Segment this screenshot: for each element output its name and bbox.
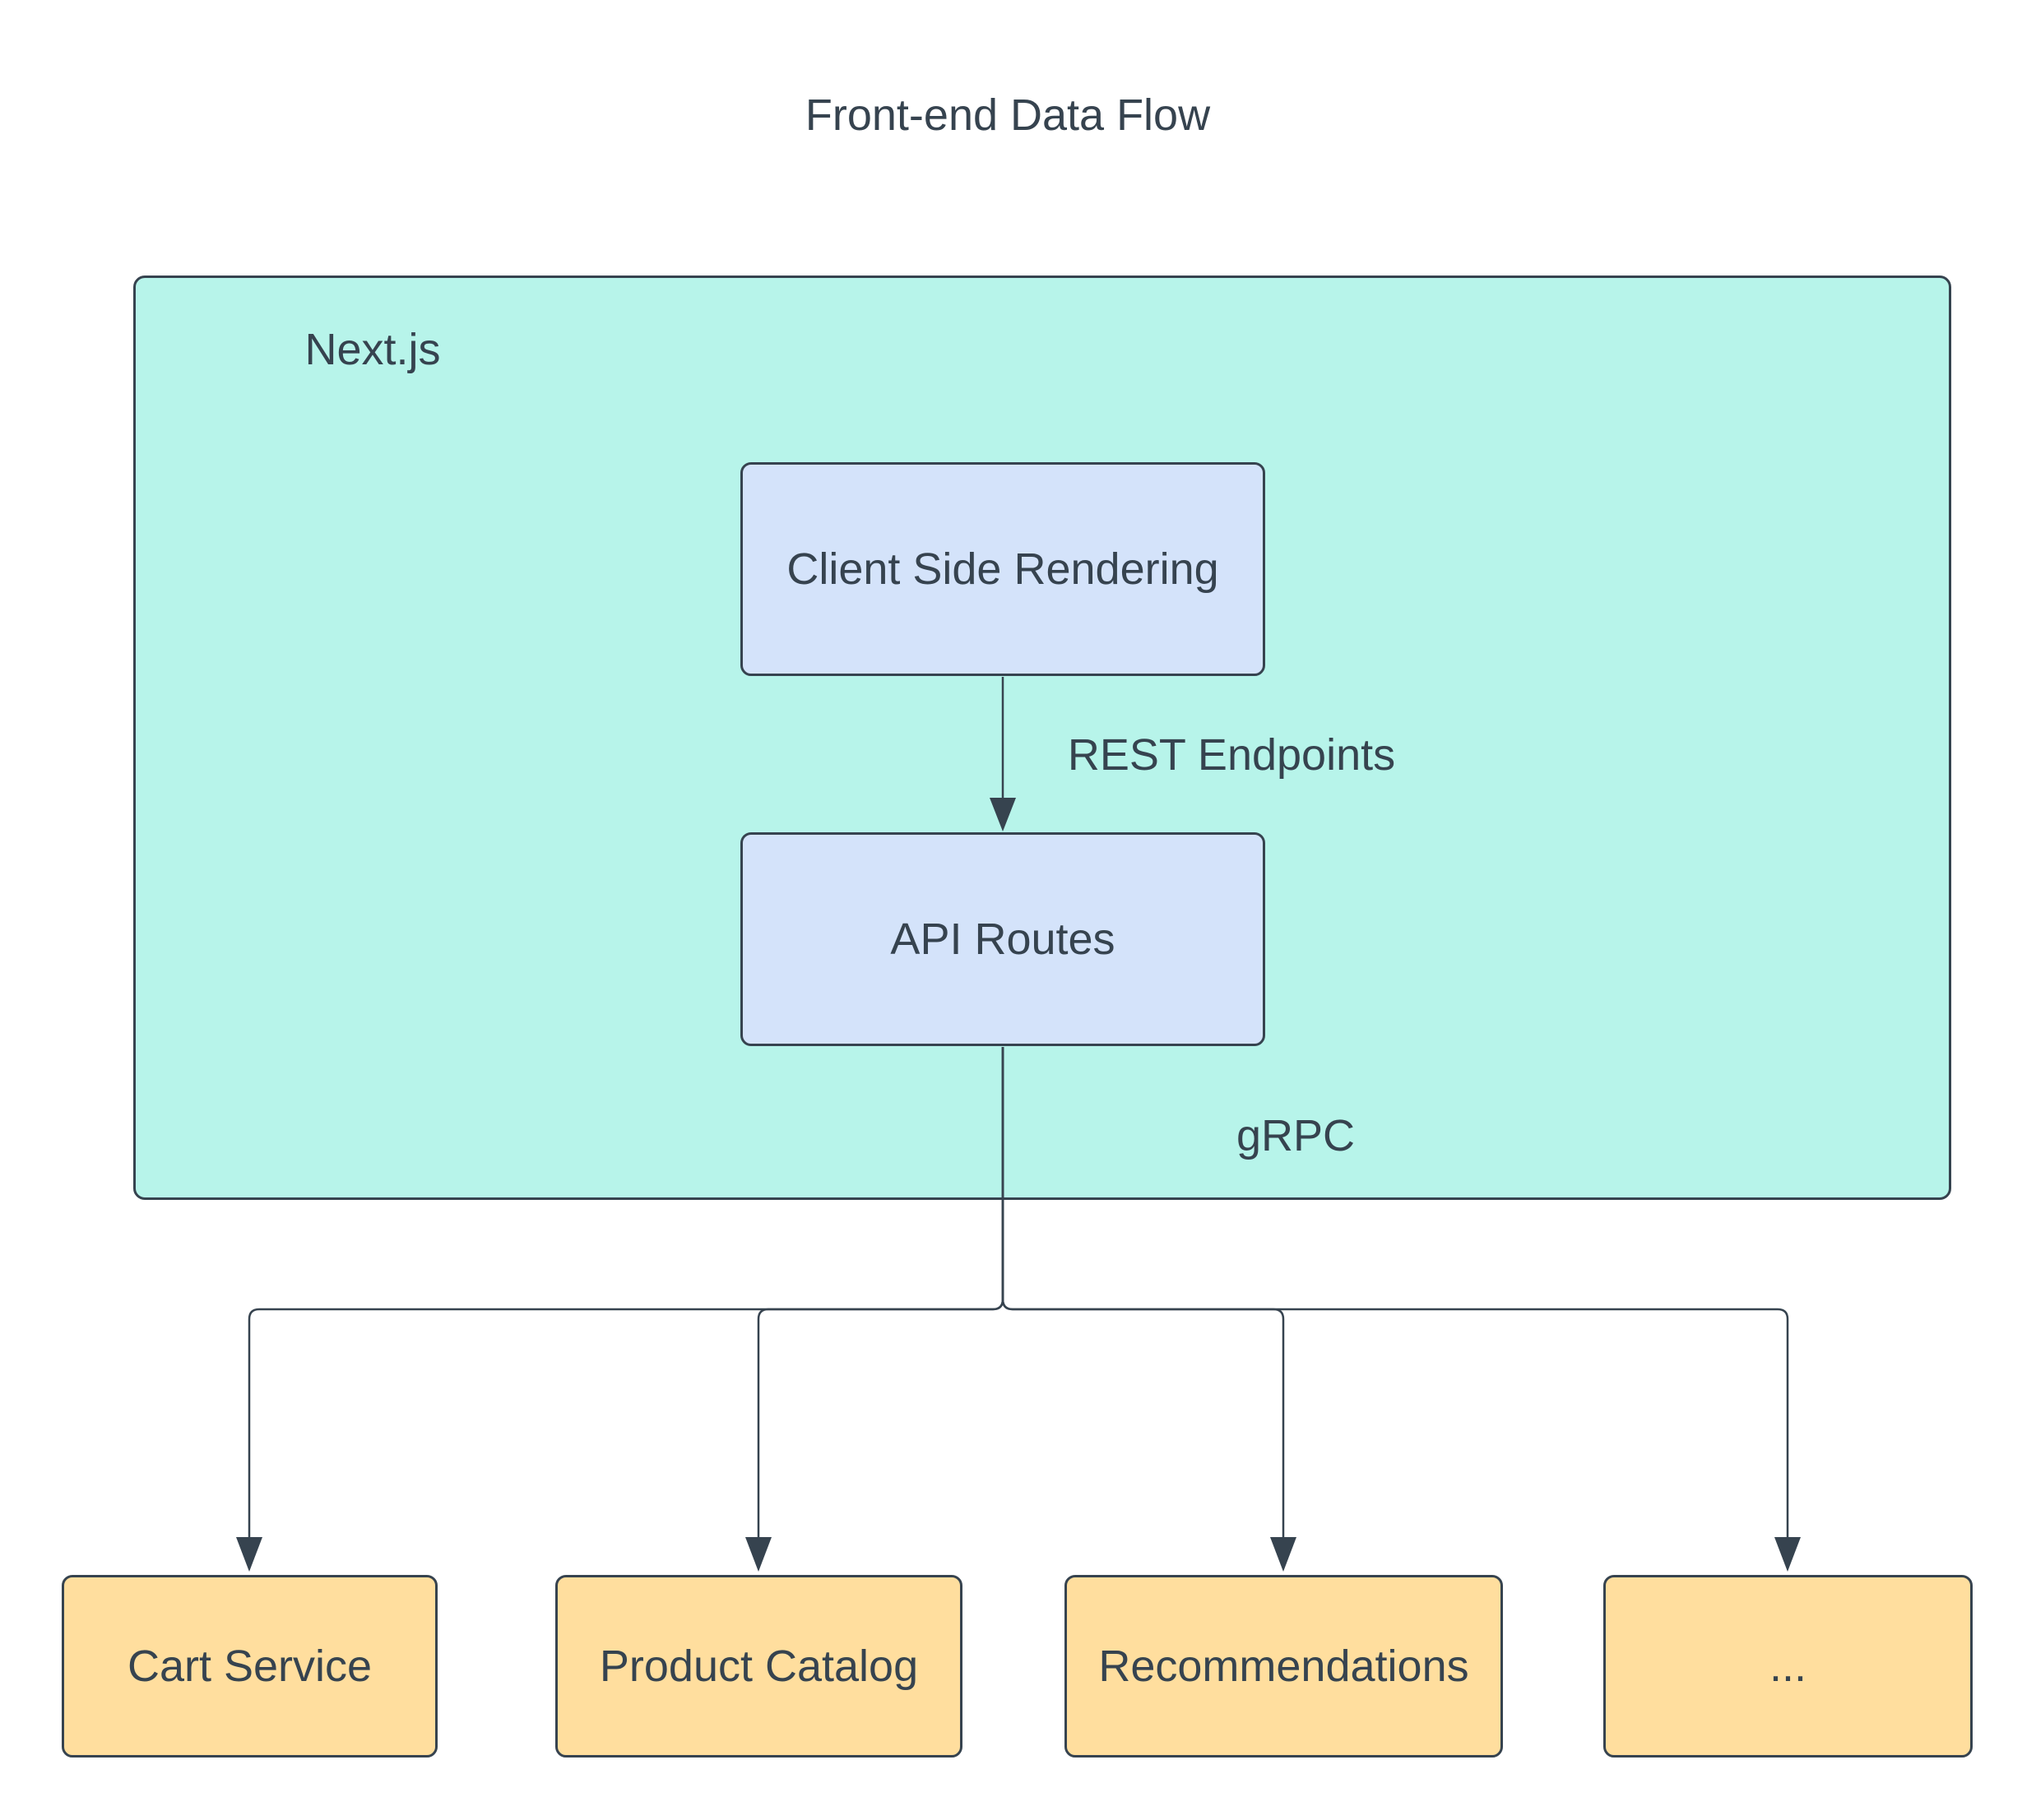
node-cart-service-label: Cart Service xyxy=(127,1642,373,1691)
node-api-routes-label: API Routes xyxy=(890,915,1115,964)
diagram-title: Front-end Data Flow xyxy=(805,90,1211,140)
arrowhead-more-services xyxy=(1774,1537,1801,1572)
node-product-catalog-label: Product Catalog xyxy=(599,1642,919,1691)
node-more-services-label: ... xyxy=(1769,1642,1806,1691)
arrowhead-cart-service xyxy=(236,1537,262,1572)
node-client-side-rendering-label: Client Side Rendering xyxy=(786,544,1219,594)
edge-label-rest-endpoints: REST Endpoints xyxy=(1067,730,1396,780)
node-product-catalog[interactable]: Product Catalog xyxy=(555,1575,962,1757)
node-client-side-rendering[interactable]: Client Side Rendering xyxy=(740,462,1265,676)
node-recommendations-label: Recommendations xyxy=(1098,1642,1469,1691)
nextjs-container[interactable] xyxy=(133,276,1951,1200)
arrowhead-recommendations xyxy=(1270,1537,1296,1572)
node-api-routes[interactable]: API Routes xyxy=(740,832,1265,1046)
nextjs-container-label: Next.js xyxy=(304,325,441,374)
node-more-services[interactable]: ... xyxy=(1603,1575,1973,1757)
arrowhead-product-catalog xyxy=(745,1537,772,1572)
node-cart-service[interactable]: Cart Service xyxy=(62,1575,438,1757)
edge-label-grpc: gRPC xyxy=(1236,1111,1356,1160)
node-recommendations[interactable]: Recommendations xyxy=(1064,1575,1503,1757)
